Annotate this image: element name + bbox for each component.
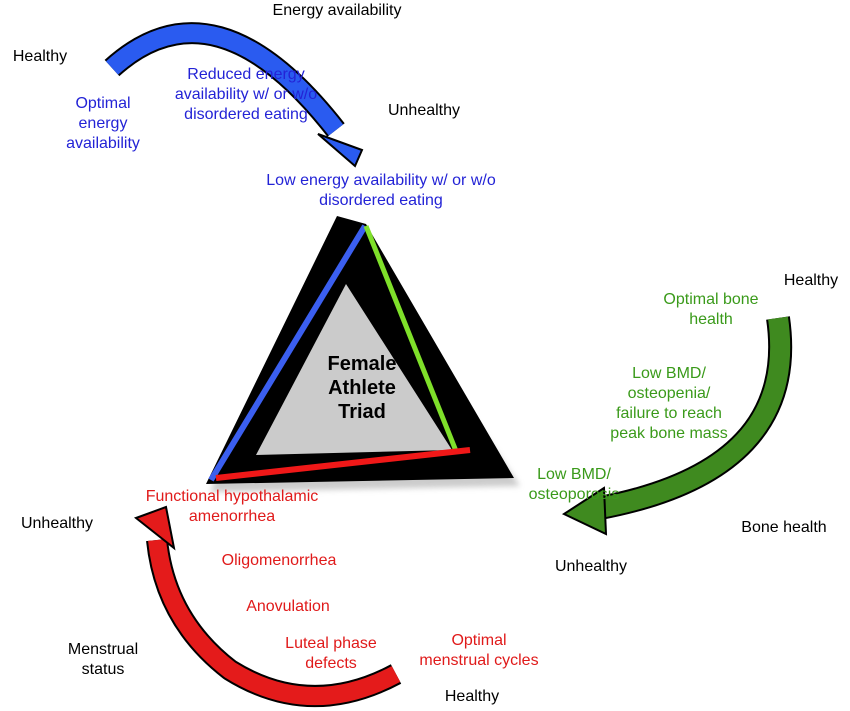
text-line: failure to reach: [616, 405, 722, 422]
triad-title: Female Athlete Triad: [328, 352, 397, 424]
text-line: defects: [305, 655, 357, 672]
triad-triangle: [206, 216, 520, 492]
text-line: energy: [78, 115, 128, 132]
text-line: health: [689, 311, 733, 328]
energy-stage-reduced: Reduced energy availability w/ or w/o di…: [175, 65, 317, 125]
energy-axis-label: Energy availability: [272, 2, 402, 19]
bone-unhealthy-label: Unhealthy: [554, 558, 628, 575]
energy-arrow[interactable]: [104, 22, 364, 168]
bone-stage-osteoporosis: Low BMD/ osteoporosis: [529, 465, 620, 505]
menstrual-stage-oligomenorrhea: Oligomenorrhea: [222, 551, 337, 571]
menstrual-axis-label: Menstrual status: [68, 640, 138, 680]
energy-edge: [208, 224, 368, 482]
title-line: Triad: [338, 401, 386, 423]
menstrual-stage-amenorrhea: Functional hypothalamic amenorrhea: [146, 487, 319, 527]
menstrual-healthy-label: Healthy: [444, 688, 500, 705]
menstrual-stage-luteal: Luteal phase defects: [285, 634, 377, 674]
menstrual-stage-anovulation: Anovulation: [246, 597, 330, 617]
bone-healthy-label: Healthy: [783, 272, 839, 289]
text-line: Low energy availability w/ or w/o: [266, 172, 496, 189]
title-line: Athlete: [328, 377, 396, 399]
menstrual-edge: [215, 447, 471, 481]
bone-axis-label: Bone health: [741, 519, 827, 536]
text-line: Optimal bone: [663, 291, 759, 308]
energy-stage-optimal: Optimal energy availability: [66, 94, 140, 154]
text-line: Low BMD/: [537, 466, 611, 483]
text-line: disordered eating: [184, 106, 308, 123]
text-line: Luteal phase: [285, 635, 377, 652]
text-line: Reduced energy: [187, 66, 305, 83]
text-line: osteoporosis: [528, 486, 620, 503]
text-line: availability w/ or w/o: [174, 86, 318, 103]
text-line: status: [81, 661, 125, 678]
text-line: Oligomenorrhea: [221, 552, 337, 569]
text-line: peak bone mass: [610, 425, 728, 442]
energy-healthy-label: Healthy: [12, 48, 68, 65]
energy-unhealthy-label: Unhealthy: [387, 102, 461, 119]
bone-edge: [363, 225, 459, 452]
text-line: Optimal: [451, 632, 507, 649]
menstrual-unhealthy-label: Unhealthy: [20, 515, 94, 532]
bone-arrow[interactable]: [561, 316, 793, 536]
energy-stage-low: Low energy availability w/ or w/o disord…: [266, 171, 495, 211]
text-line: Low BMD/: [632, 365, 706, 382]
text-line: availability: [66, 135, 140, 152]
text-line: Optimal: [75, 95, 131, 112]
menstrual-arrow[interactable]: [133, 505, 402, 707]
text-line: Menstrual: [67, 641, 139, 658]
text-line: osteopenia/: [627, 385, 711, 402]
menstrual-stage-optimal: Optimal menstrual cycles: [419, 631, 538, 671]
text-line: Anovulation: [246, 598, 330, 615]
triangle-frame: [206, 216, 514, 484]
title-line: Female: [327, 353, 397, 375]
text-line: disordered eating: [319, 192, 443, 209]
text-line: amenorrhea: [188, 508, 276, 525]
bone-stage-optimal: Optimal bone health: [663, 290, 758, 330]
text-line: menstrual cycles: [419, 652, 539, 669]
text-line: Functional hypothalamic: [145, 488, 319, 505]
bone-stage-osteopenia: Low BMD/ osteopenia/ failure to reach pe…: [610, 364, 727, 444]
